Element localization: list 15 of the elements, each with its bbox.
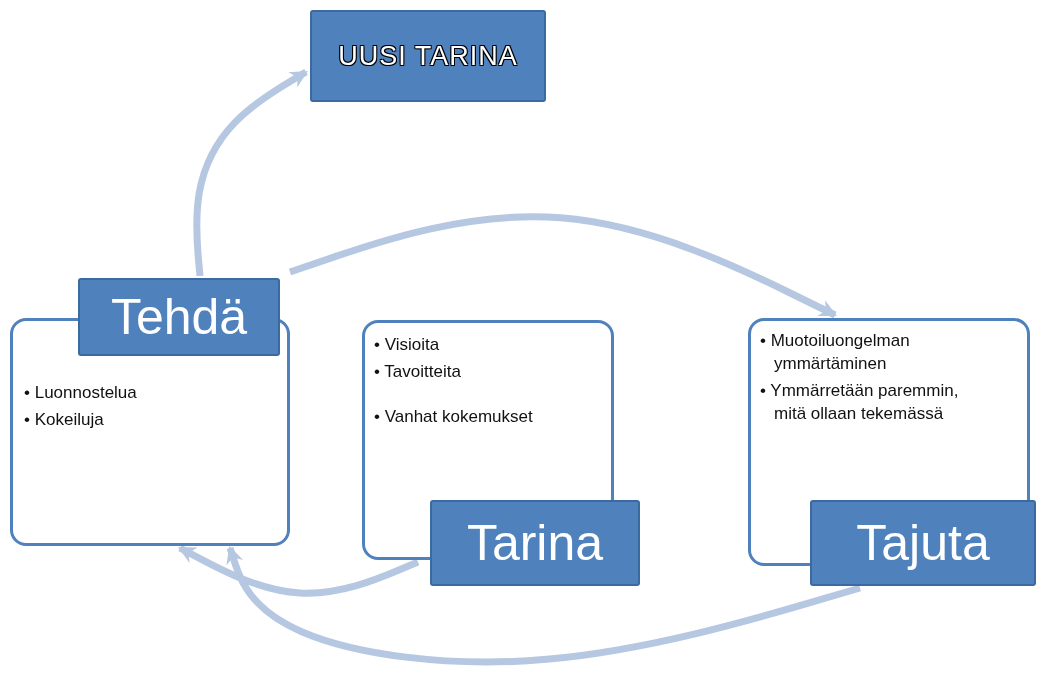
bullet-item: • Muotoiluongelman ymmärtäminen: [760, 330, 911, 375]
bullet-item: • Tavoitteita: [374, 360, 462, 383]
cycle-arrow: [226, 545, 861, 666]
title-box: UUSI TARINA: [310, 10, 546, 102]
cycle-arrow: [193, 69, 308, 277]
stage-heading: Tajuta: [810, 500, 1036, 586]
cycle-arrow: [178, 544, 420, 597]
bullet-item: • Vanhat kokemukset: [374, 405, 534, 428]
bullet-item: • Ymmärretään paremmin, mitä ollaan tekemässä: [760, 379, 960, 425]
stage-heading: Tehdä: [78, 278, 280, 356]
bullet-item: • Visioita: [374, 334, 441, 356]
bullet-item: • Luonnostelua: [24, 382, 138, 404]
cycle-arrow: [288, 213, 837, 319]
bullet-item: • Kokeiluja: [24, 408, 105, 431]
stage-heading: Tarina: [430, 500, 640, 586]
